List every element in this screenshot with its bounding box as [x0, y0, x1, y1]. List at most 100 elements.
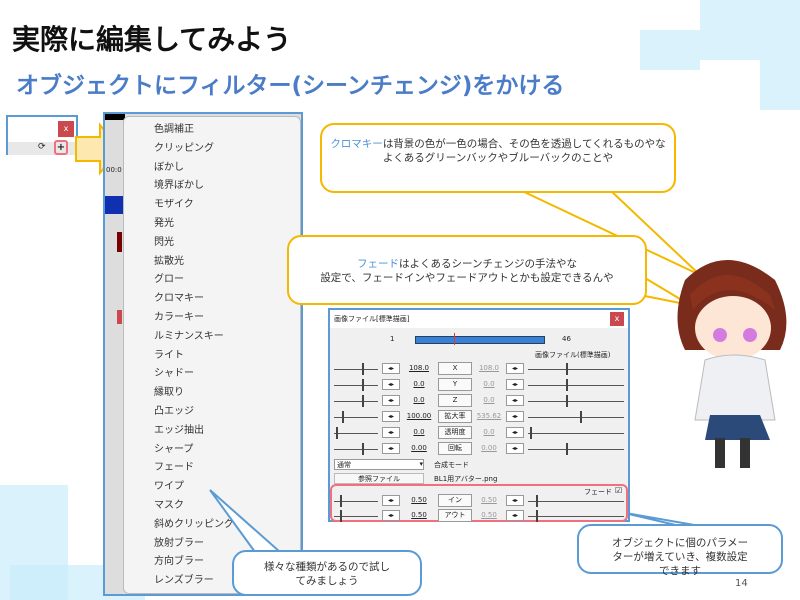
- frame-slider[interactable]: [415, 333, 545, 345]
- fade-enabled-checkbox[interactable]: ☑: [615, 486, 623, 495]
- timeline-layer[interactable]: [105, 196, 125, 214]
- timeline-object[interactable]: [117, 232, 122, 252]
- slider-knob[interactable]: [340, 510, 342, 522]
- right-stepper[interactable]: ◂▸: [506, 363, 524, 374]
- left-stepper[interactable]: ◂▸: [382, 363, 400, 374]
- parameter-button[interactable]: イン: [438, 494, 472, 507]
- right-slider[interactable]: [528, 449, 624, 450]
- slider-knob[interactable]: [566, 395, 568, 407]
- left-stepper[interactable]: ◂▸: [382, 395, 400, 406]
- slider-knob[interactable]: [362, 443, 364, 455]
- filter-menu-item[interactable]: シャープ: [154, 443, 194, 455]
- add-filter-button[interactable]: +: [54, 140, 68, 155]
- left-slider[interactable]: [334, 516, 378, 517]
- left-value[interactable]: 100.00: [406, 412, 432, 420]
- slider-knob[interactable]: [342, 411, 344, 423]
- right-value[interactable]: 0.0: [483, 428, 495, 436]
- filter-menu-item[interactable]: 凸エッジ: [154, 406, 194, 417]
- parameter-button[interactable]: X: [438, 362, 472, 375]
- filter-menu-item[interactable]: 発光: [154, 218, 174, 229]
- slider-knob[interactable]: [362, 363, 364, 375]
- slider-knob[interactable]: [362, 395, 364, 407]
- parameter-button[interactable]: アウト: [438, 509, 472, 522]
- filter-menu-item[interactable]: 色調補正: [154, 124, 194, 135]
- right-slider[interactable]: [528, 501, 624, 502]
- parameter-button[interactable]: 回転: [438, 442, 472, 455]
- filter-menu-item[interactable]: エッジ抽出: [154, 424, 204, 436]
- left-stepper[interactable]: ◂▸: [382, 443, 400, 454]
- left-stepper[interactable]: ◂▸: [382, 495, 400, 506]
- right-slider[interactable]: [528, 433, 624, 434]
- left-value[interactable]: 0.0: [413, 380, 425, 388]
- left-value[interactable]: 0.50: [411, 496, 427, 504]
- slider-knob[interactable]: [566, 443, 568, 455]
- parameter-button[interactable]: 透明度: [438, 426, 472, 439]
- left-value[interactable]: 0.50: [411, 511, 427, 519]
- right-stepper[interactable]: ◂▸: [506, 411, 524, 422]
- blend-mode-select[interactable]: 通常▾: [334, 459, 424, 470]
- right-slider[interactable]: [528, 516, 624, 517]
- filter-menu-item[interactable]: マスク: [154, 500, 184, 511]
- filter-menu-item[interactable]: 方向ブラー: [154, 556, 204, 568]
- left-slider[interactable]: [334, 433, 378, 434]
- left-slider[interactable]: [334, 449, 378, 450]
- right-stepper[interactable]: ◂▸: [506, 443, 524, 454]
- right-value[interactable]: 0.00: [481, 444, 497, 452]
- right-slider[interactable]: [528, 401, 624, 402]
- filter-menu-item[interactable]: カラーキー: [154, 312, 204, 323]
- slider-knob[interactable]: [580, 411, 582, 423]
- slider-knob[interactable]: [362, 379, 364, 391]
- filter-menu-item[interactable]: ぼかし: [154, 161, 184, 173]
- filter-menu-item[interactable]: フェード: [154, 462, 194, 474]
- filter-menu-item[interactable]: クロマキー: [154, 293, 204, 305]
- filter-menu-item[interactable]: グロー: [154, 274, 184, 286]
- left-stepper[interactable]: ◂▸: [382, 510, 400, 521]
- right-slider[interactable]: [528, 417, 624, 418]
- slider-knob[interactable]: [566, 363, 568, 375]
- left-value[interactable]: 0.00: [411, 444, 427, 452]
- close-button[interactable]: x: [58, 121, 74, 137]
- dialog-close-button[interactable]: x: [610, 312, 624, 326]
- filter-menu-item[interactable]: ルミナンスキー: [154, 330, 224, 342]
- right-slider[interactable]: [528, 385, 624, 386]
- filter-menu-item[interactable]: 境界ぼかし: [154, 180, 204, 192]
- filter-menu-item[interactable]: ワイプ: [154, 481, 184, 493]
- right-value[interactable]: 108.0: [478, 364, 500, 372]
- left-stepper[interactable]: ◂▸: [382, 427, 400, 438]
- filter-menu-item[interactable]: クリッピング: [154, 142, 214, 154]
- filter-menu-item[interactable]: シャドー: [154, 368, 194, 380]
- slider-knob[interactable]: [566, 379, 568, 391]
- right-stepper[interactable]: ◂▸: [506, 379, 524, 390]
- left-stepper[interactable]: ◂▸: [382, 411, 400, 422]
- slider-knob[interactable]: [536, 495, 538, 507]
- right-value[interactable]: 535.62: [476, 412, 502, 420]
- left-slider[interactable]: [334, 385, 378, 386]
- filter-menu-item[interactable]: 斜めクリッピング: [154, 518, 234, 530]
- left-value[interactable]: 108.0: [408, 364, 430, 372]
- timeline-object[interactable]: [117, 310, 122, 324]
- right-stepper[interactable]: ◂▸: [506, 427, 524, 438]
- left-slider[interactable]: [334, 369, 378, 370]
- filter-menu-item[interactable]: レンズブラー: [154, 575, 214, 587]
- right-stepper[interactable]: ◂▸: [506, 510, 524, 521]
- right-value[interactable]: 0.0: [483, 396, 495, 404]
- left-slider[interactable]: [334, 401, 378, 402]
- filter-menu-item[interactable]: 放射ブラー: [154, 537, 204, 549]
- parameter-button[interactable]: Y: [438, 378, 472, 391]
- slider-knob[interactable]: [530, 427, 532, 439]
- refresh-icon[interactable]: ⟳: [38, 142, 46, 152]
- filter-menu-item[interactable]: ライト: [154, 349, 184, 361]
- filter-menu-item[interactable]: モザイク: [154, 199, 194, 211]
- parameter-button[interactable]: 拡大率: [438, 410, 472, 423]
- slider-knob[interactable]: [340, 495, 342, 507]
- right-stepper[interactable]: ◂▸: [506, 395, 524, 406]
- left-stepper[interactable]: ◂▸: [382, 379, 400, 390]
- slider-knob[interactable]: [536, 510, 538, 522]
- slider-knob[interactable]: [336, 427, 338, 439]
- left-slider[interactable]: [334, 417, 378, 418]
- filter-menu-item[interactable]: 拡散光: [154, 255, 184, 267]
- filter-menu-item[interactable]: 閃光: [154, 236, 174, 248]
- right-value[interactable]: 0.50: [481, 511, 497, 519]
- right-value[interactable]: 0.0: [483, 380, 495, 388]
- right-slider[interactable]: [528, 369, 624, 370]
